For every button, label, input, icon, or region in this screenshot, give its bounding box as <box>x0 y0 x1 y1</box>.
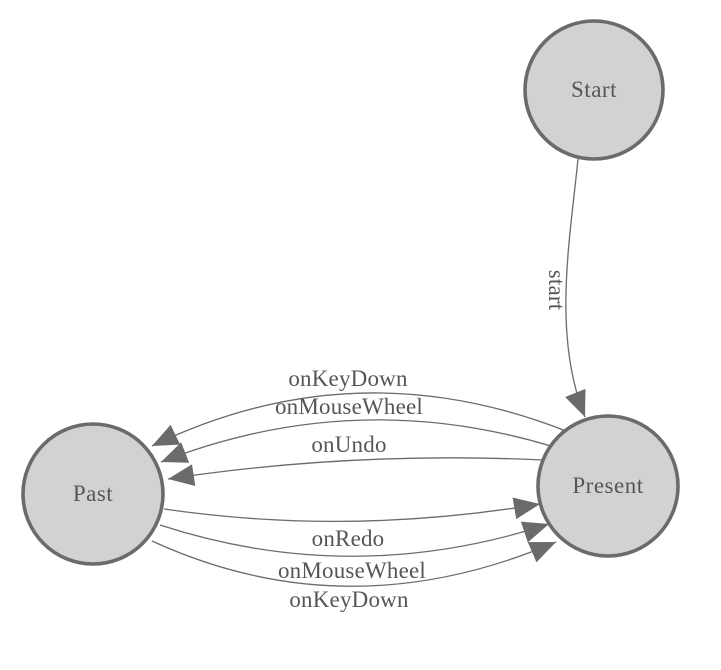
edge-past-to-present-onmousewheel <box>159 521 550 557</box>
edge-label-onundo: onUndo <box>311 432 386 457</box>
edge-past-to-present-onkeydown <box>151 540 557 587</box>
edge-label-start: start <box>544 270 569 311</box>
edge-label-onkeydown-bottom: onKeyDown <box>289 587 409 612</box>
edge-label-onmousewheel-bottom: onMouseWheel <box>278 558 426 583</box>
state-node-present <box>536 414 680 558</box>
edge-start-to-present <box>565 158 586 418</box>
edge-present-to-past-onkeydown <box>151 392 567 447</box>
node-label-past: Past <box>73 481 113 506</box>
edge-group <box>151 158 586 587</box>
edge-past-to-present-onredo <box>163 497 541 523</box>
node-label-start: Start <box>571 77 617 102</box>
node-group: Start Past Present <box>21 19 680 566</box>
edge-label-onredo: onRedo <box>312 526 385 551</box>
state-node-past <box>21 422 165 566</box>
edge-label-onmousewheel-top: onMouseWheel <box>275 394 423 419</box>
node-label-present: Present <box>572 473 643 498</box>
edge-label-onkeydown-top: onKeyDown <box>288 366 408 391</box>
edge-label-group: start onKeyDown onMouseWheel onUndo onRe… <box>275 270 569 612</box>
edge-present-to-past-onmousewheel <box>160 419 555 463</box>
edge-present-to-past-onundo <box>167 457 545 486</box>
state-node-start <box>523 19 665 161</box>
